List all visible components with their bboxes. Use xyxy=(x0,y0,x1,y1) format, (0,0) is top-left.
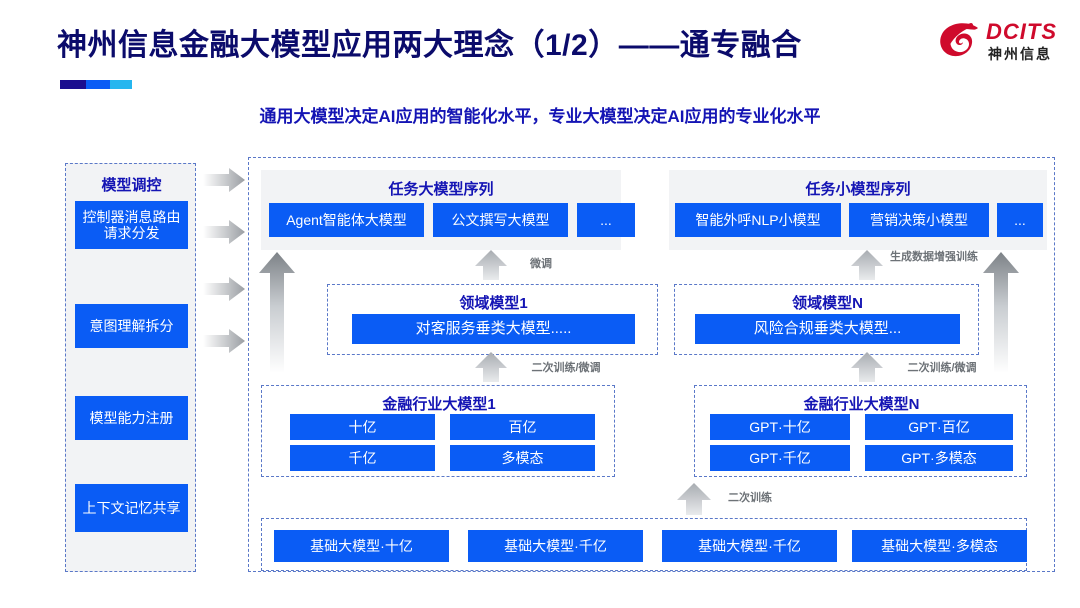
industry-n-chip-gpt-shiyi[interactable]: GPT·十亿 xyxy=(710,414,850,440)
industry-1-chip-multimodal[interactable]: 多模态 xyxy=(450,445,595,471)
logo-text-en: DCITS xyxy=(986,19,1057,44)
arrow-up-retrain-right xyxy=(851,352,883,382)
arrow-up-retrain-base xyxy=(677,483,711,515)
base-model-box: 基础大模型·十亿 基础大模型·千亿 基础大模型·千亿 基础大模型·多模态 xyxy=(261,518,1027,571)
sidebar-item-capability-registration[interactable]: 模型能力注册 xyxy=(75,396,188,440)
arrow-up-tall-right xyxy=(983,252,1019,373)
base-chip-shiyi[interactable]: 基础大模型·十亿 xyxy=(274,530,449,562)
task-chip-more-2[interactable]: ... xyxy=(997,203,1043,237)
task-large-model-sequence-panel: 任务大模型序列 Agent智能体大模型 公文撰写大模型 ... xyxy=(261,170,635,250)
model-control-panel: 模型调控 控制器消息路由请求分发 意图理解拆分 模型能力注册 上下文记忆共享 xyxy=(65,163,196,572)
task-chip-agent-model[interactable]: Agent智能体大模型 xyxy=(269,203,424,237)
arrow-right-2 xyxy=(203,220,245,244)
architecture-container: 任务大模型序列 Agent智能体大模型 公文撰写大模型 ... 任务小模型序列 … xyxy=(248,157,1055,572)
industry-model-n-box: 金融行业大模型N GPT·十亿 GPT·百亿 GPT·千亿 GPT·多模态 xyxy=(694,385,1027,477)
task-chip-document-writing-model[interactable]: 公文撰写大模型 xyxy=(433,203,568,237)
task-small-model-sequence-title: 任务小模型序列 xyxy=(805,181,911,198)
task-chip-marketing-decision-model[interactable]: 营销决策小模型 xyxy=(849,203,989,237)
page-subtitle: 通用大模型决定AI应用的智能化水平，专业大模型决定AI应用的专业化水平 xyxy=(259,107,821,126)
arrow-up-tall-left xyxy=(259,252,295,373)
flow-arrows-right-group xyxy=(203,168,245,353)
industry-1-chip-baiyi[interactable]: 百亿 xyxy=(450,414,595,440)
domain-model-1-title: 领域模型1 xyxy=(459,295,528,312)
industry-1-chip-qianyi[interactable]: 千亿 xyxy=(290,445,435,471)
page-title: 神州信息金融大模型应用两大理念（1/2）——通专融合 xyxy=(57,29,802,62)
sidebar-item-intent-understanding[interactable]: 意图理解拆分 xyxy=(75,304,188,348)
industry-model-1-title: 金融行业大模型1 xyxy=(382,396,496,413)
accent-segment-3 xyxy=(110,80,132,89)
sidebar-item-controller-routing[interactable]: 控制器消息路由请求分发 xyxy=(75,201,188,249)
domain-model-n-box: 领域模型N 风险合规垂类大模型... xyxy=(674,284,979,355)
industry-n-chip-gpt-qianyi[interactable]: GPT·千亿 xyxy=(710,445,850,471)
arrow-label-data-augmentation: 生成数据增强训练 xyxy=(890,251,978,263)
industry-model-n-title: 金融行业大模型N xyxy=(803,396,920,413)
title-underline-accent xyxy=(60,80,132,89)
domain-model-1-box: 领域模型1 对客服务垂类大模型..... xyxy=(327,284,658,355)
accent-segment-1 xyxy=(60,80,86,89)
arrow-up-data-aug-right xyxy=(851,250,883,280)
arrow-right-4 xyxy=(203,329,245,353)
task-large-model-sequence-title: 任务大模型序列 xyxy=(388,181,494,198)
arrow-label-fine-tune-left: 微调 xyxy=(530,258,552,270)
task-chip-outbound-nlp-model[interactable]: 智能外呼NLP小模型 xyxy=(675,203,841,237)
arrow-up-retrain-left xyxy=(475,352,507,382)
arrow-label-retrain-left: 二次训练/微调 xyxy=(531,362,601,374)
arrow-right-3 xyxy=(203,277,245,301)
industry-model-1-box: 金融行业大模型1 十亿 百亿 千亿 多模态 xyxy=(261,385,615,477)
logo-text-cn: 神州信息 xyxy=(988,46,1052,62)
base-chip-qianyi-2[interactable]: 基础大模型·千亿 xyxy=(662,530,837,562)
sidebar-item-context-memory-sharing[interactable]: 上下文记忆共享 xyxy=(75,484,188,532)
arrow-label-retrain-right: 二次训练/微调 xyxy=(907,362,977,374)
industry-n-chip-gpt-multimodal[interactable]: GPT·多模态 xyxy=(865,445,1013,471)
dcits-logo: DCITS 神州信息 xyxy=(938,18,1066,70)
arrow-label-retrain-base: 二次训练 xyxy=(728,492,772,504)
accent-segment-2 xyxy=(86,80,110,89)
industry-n-chip-gpt-baiyi[interactable]: GPT·百亿 xyxy=(865,414,1013,440)
domain-model-n-title: 领域模型N xyxy=(792,295,863,312)
industry-1-chip-shiyi[interactable]: 十亿 xyxy=(290,414,435,440)
sidebar-title: 模型调控 xyxy=(101,177,162,194)
domain-model-1-chip[interactable]: 对客服务垂类大模型..... xyxy=(352,314,635,344)
domain-model-n-chip[interactable]: 风险合规垂类大模型... xyxy=(695,314,960,344)
arrow-right-1 xyxy=(203,168,245,192)
page-header: 神州信息金融大模型应用两大理念（1/2）——通专融合 通用大模型决定AI应用的智… xyxy=(0,0,1080,140)
arrow-up-fine-tune-left xyxy=(475,250,507,280)
task-chip-more-1[interactable]: ... xyxy=(577,203,635,237)
dcits-swirl-icon xyxy=(940,23,978,57)
task-small-model-sequence-panel: 任务小模型序列 智能外呼NLP小模型 营销决策小模型 ... xyxy=(669,170,1047,250)
base-chip-multimodal[interactable]: 基础大模型·多模态 xyxy=(852,530,1027,562)
base-chip-qianyi-1[interactable]: 基础大模型·千亿 xyxy=(468,530,643,562)
